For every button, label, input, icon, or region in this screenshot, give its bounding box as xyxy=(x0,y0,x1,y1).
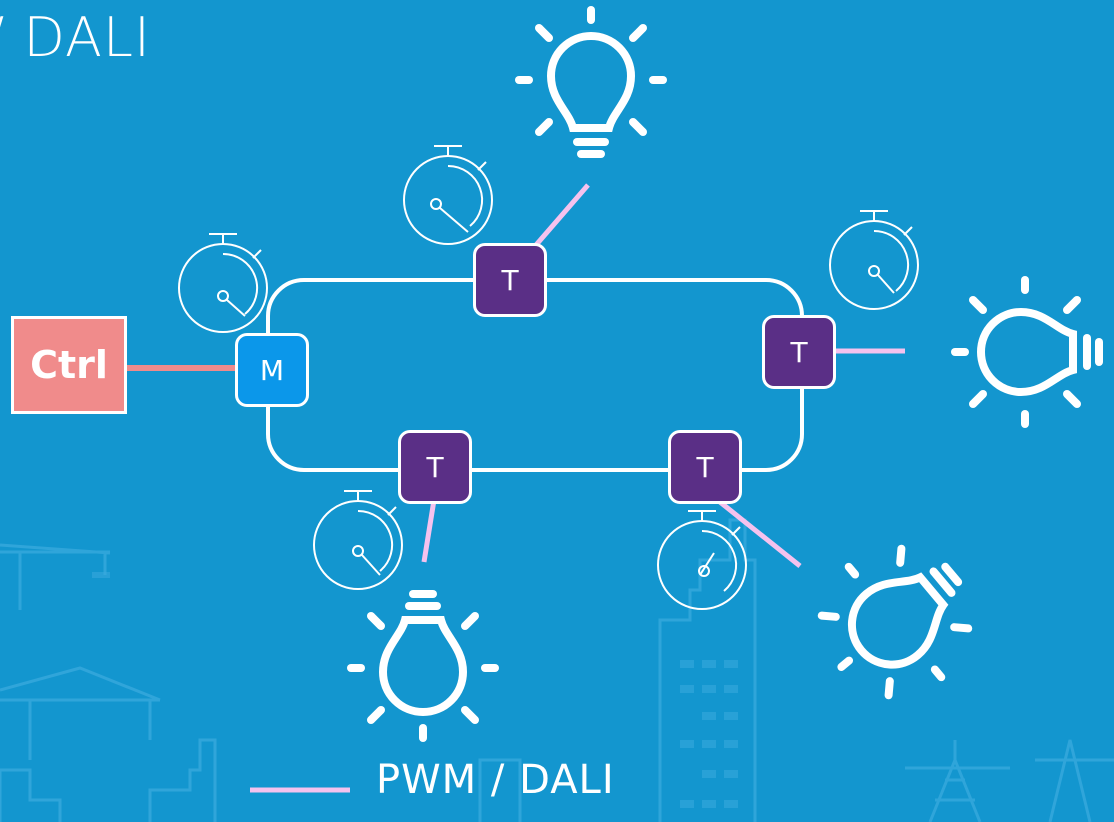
light-link-top xyxy=(534,183,590,247)
transceiver-node-bottom-left: T xyxy=(398,430,472,504)
lightbulb-icon xyxy=(951,276,1103,428)
timer-icon xyxy=(403,145,493,245)
light-link-bottom-left xyxy=(421,499,437,563)
legend-label: PWM / DALI xyxy=(376,757,615,803)
lightbulb-icon xyxy=(347,590,499,742)
transceiver-node-bottom-right: T xyxy=(668,430,742,504)
timer-icon xyxy=(829,210,919,310)
lightbulb-icon xyxy=(515,6,667,158)
timer-icon xyxy=(313,490,403,590)
transceiver-node-right: T xyxy=(762,315,836,389)
light-link-bottom-right xyxy=(718,500,802,568)
timer-icon xyxy=(657,510,747,610)
lightbulb-icon xyxy=(817,544,973,700)
timer-icon xyxy=(178,233,268,333)
master-node: M xyxy=(235,333,309,407)
transceiver-node-top: T xyxy=(473,243,547,317)
diagram-title: / DALI xyxy=(0,6,151,69)
controller-node: Ctrl xyxy=(11,316,127,414)
